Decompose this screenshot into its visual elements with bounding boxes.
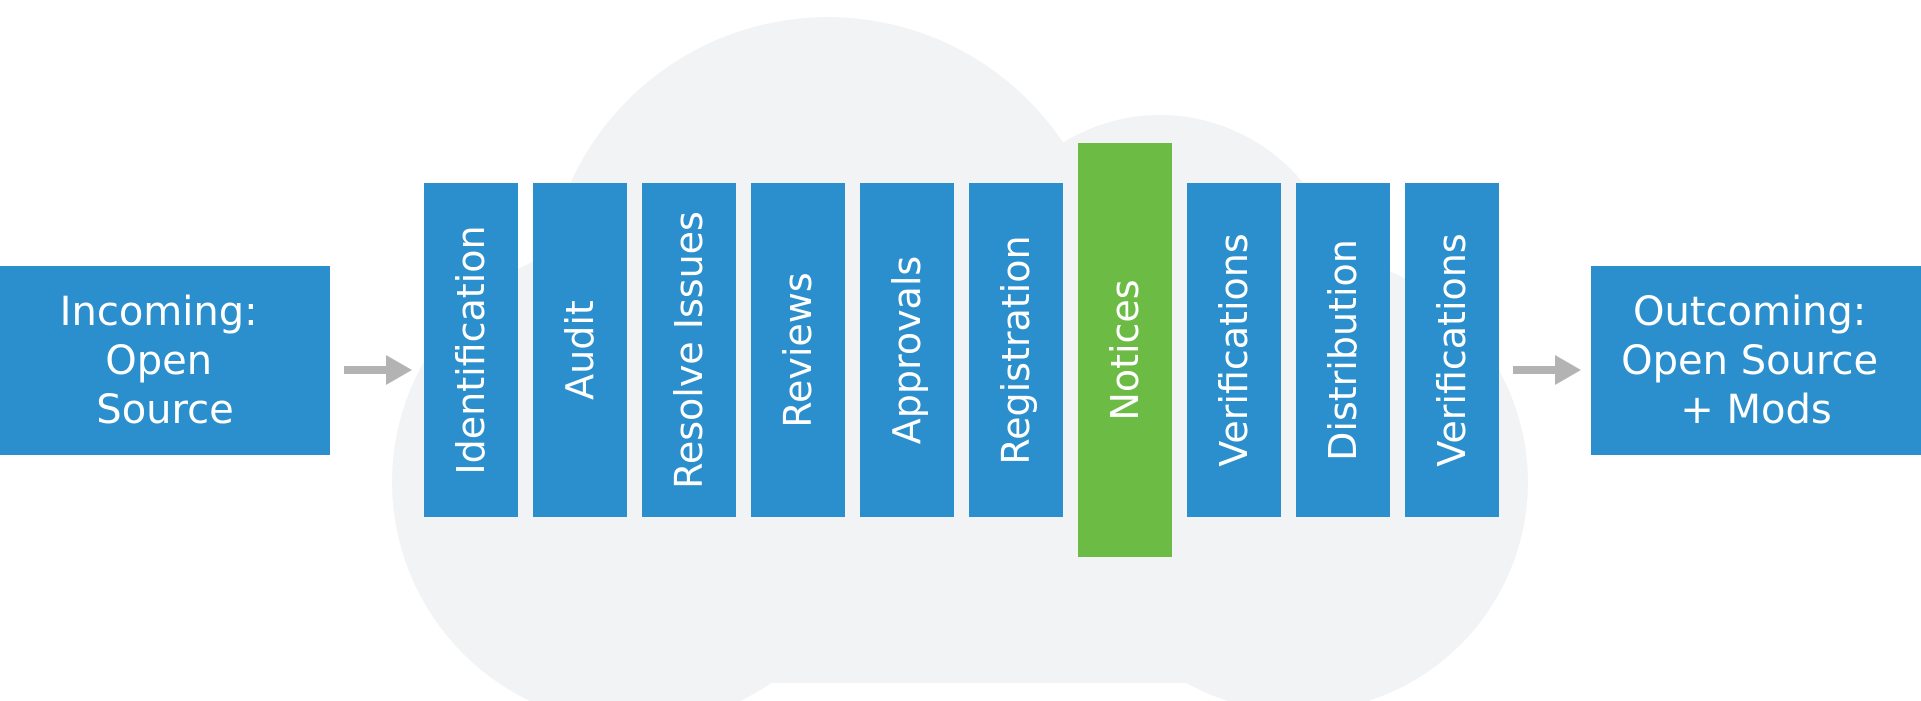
stage-box-highlighted [1078, 143, 1172, 557]
stage-box [1296, 183, 1390, 517]
arrow-in-shaft [344, 366, 388, 374]
stage-box [424, 183, 518, 517]
stage-1: Identification [424, 183, 518, 517]
stage-2: Audit [533, 183, 627, 517]
stage-4: Reviews [751, 183, 845, 517]
stage-7: Notices [1078, 143, 1172, 557]
incoming-box-bg [0, 266, 330, 455]
outcoming-box-bg [1591, 266, 1921, 455]
stage-label: Resolve Issues [667, 211, 711, 489]
arrow-in-head [386, 355, 412, 385]
incoming-box: Incoming: Open Source [0, 266, 330, 455]
incoming-line-2: Open [105, 338, 212, 384]
stage-box [751, 183, 845, 517]
stage-5: Approvals [860, 183, 954, 517]
outcoming-box: Outcoming: Open Source + Mods [1591, 266, 1921, 455]
arrow-out-icon [1513, 355, 1581, 385]
stage-label: Registration [994, 235, 1038, 464]
stage-label: Notices [1103, 279, 1147, 420]
outcoming-line-3: + Mods [1680, 387, 1831, 433]
stage-6: Registration [969, 183, 1063, 517]
stage-label: Verifications [1430, 233, 1474, 466]
stage-box [860, 183, 954, 517]
stage-label: Distribution [1321, 239, 1365, 461]
stage-pipeline: Identification Audit Resolve Issues Reviews… [424, 143, 1499, 557]
stage-10: Verifications [1405, 183, 1499, 517]
stage-box [642, 183, 736, 517]
arrow-in-icon [344, 355, 412, 385]
stage-label: Identification [449, 225, 493, 474]
incoming-line-3: Source [96, 387, 233, 433]
stage-box [1187, 183, 1281, 517]
incoming-label: Incoming: Open Source [60, 289, 271, 433]
stage-label: Reviews [776, 272, 820, 427]
stage-box [969, 183, 1063, 517]
stage-box [1405, 183, 1499, 517]
stage-label: Verifications [1212, 233, 1256, 466]
stage-9: Distribution [1296, 183, 1390, 517]
stage-label: Audit [558, 300, 602, 400]
arrow-out-shaft [1513, 366, 1557, 374]
stage-label: Approvals [885, 256, 929, 444]
stage-box [533, 183, 627, 517]
outcoming-line-1: Outcoming: [1633, 289, 1866, 335]
arrow-out-head [1555, 355, 1581, 385]
incoming-line-1: Incoming: [60, 289, 258, 335]
stage-8: Verifications [1187, 183, 1281, 517]
stage-3: Resolve Issues [642, 183, 736, 517]
outcoming-label: Outcoming: Open Source + Mods [1621, 289, 1891, 433]
outcoming-line-2: Open Source [1621, 338, 1878, 384]
